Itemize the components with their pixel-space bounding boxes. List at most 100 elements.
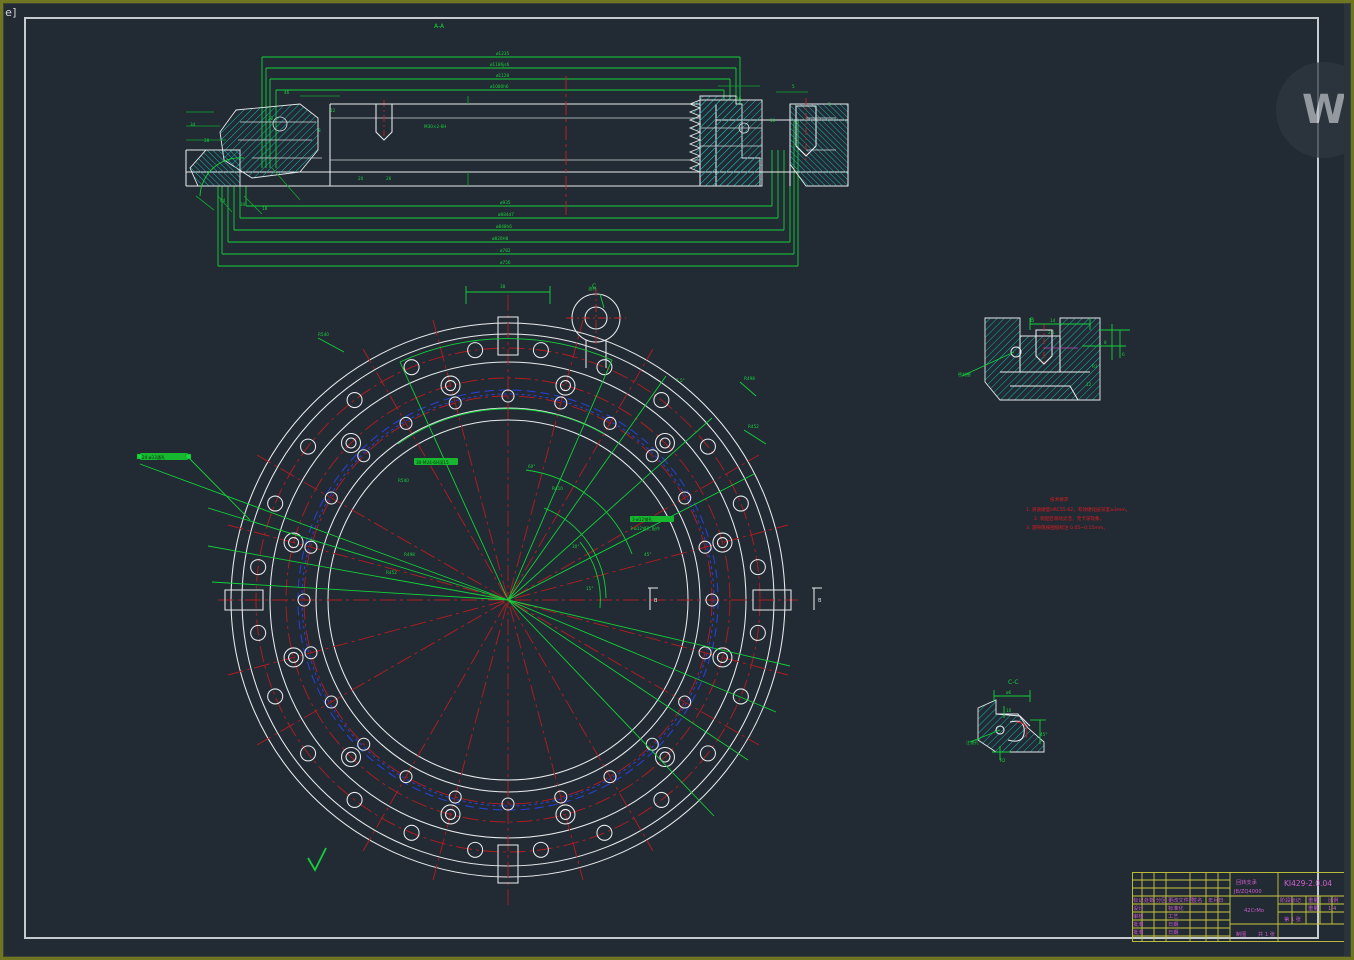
bolt-hole[interactable] xyxy=(532,841,549,858)
section-mark-lines xyxy=(648,587,822,610)
bolt-hole[interactable] xyxy=(304,540,318,554)
title-block-scale-value: 1:4 xyxy=(1328,906,1337,912)
bolt-hole[interactable] xyxy=(324,695,338,709)
bolt-hole[interactable] xyxy=(467,342,484,359)
bolt-hole[interactable] xyxy=(501,797,515,811)
small-dim-12: 10 xyxy=(770,118,776,123)
bolt-hole[interactable] xyxy=(250,559,267,576)
bolt-hole[interactable] xyxy=(749,624,766,641)
bolt-hole[interactable] xyxy=(324,491,338,505)
section-bolt-centerlines xyxy=(383,76,807,218)
bolt-hole-inner xyxy=(559,380,571,392)
detail-cc-leader xyxy=(969,729,1001,743)
detail-b-body xyxy=(984,317,1101,401)
plan-inner-threaded-holes[interactable] xyxy=(297,389,719,811)
detail-view-cc[interactable]: C-C ø6 10 45° R2 注油孔 xyxy=(966,679,1047,763)
small-dim-3: 26 xyxy=(386,176,392,181)
bolt-hole[interactable] xyxy=(732,688,749,705)
detail-cc-dim-4: R2 xyxy=(1000,758,1006,763)
bolt-hole[interactable] xyxy=(699,438,716,455)
bolt-hole[interactable] xyxy=(555,375,576,396)
bolt-hole[interactable] xyxy=(448,790,462,804)
bolt-hole[interactable] xyxy=(596,359,613,376)
bolt-hole[interactable] xyxy=(712,532,733,553)
section-mark-cc: C xyxy=(592,283,596,290)
bolt-hole[interactable] xyxy=(403,824,420,841)
bolt-hole[interactable] xyxy=(645,737,659,751)
bolt-hole[interactable] xyxy=(596,824,613,841)
detail-view-b[interactable]: B 2:1 14 xyxy=(958,317,1130,401)
selected-label-right[interactable]: 3-ø12销孔 3-ø12销孔 配作 xyxy=(630,516,674,532)
bolt-hole[interactable] xyxy=(300,438,317,455)
bolt-hole[interactable] xyxy=(705,593,719,607)
bolt-hole[interactable] xyxy=(399,416,413,430)
bolt-hole[interactable] xyxy=(340,432,362,454)
bolt-hole[interactable] xyxy=(645,449,659,463)
bolt-hole[interactable] xyxy=(467,841,484,858)
bolt-hole[interactable] xyxy=(403,359,420,376)
bolt-hole[interactable] xyxy=(555,804,576,825)
small-dim-4: 22 xyxy=(268,116,274,121)
plan-grease-nipple-boss[interactable] xyxy=(566,288,626,368)
bolt-hole[interactable] xyxy=(283,532,304,553)
bolt-hole-inner xyxy=(716,537,728,549)
title-block-company: 制图 xyxy=(1236,930,1246,938)
plan-mid-holes[interactable] xyxy=(283,375,733,825)
small-dim-7: 34 xyxy=(190,122,196,127)
bolt-hole[interactable] xyxy=(399,770,413,784)
surface-finish-symbol xyxy=(307,847,327,872)
bolt-hole[interactable] xyxy=(732,495,749,512)
bolt-hole[interactable] xyxy=(532,342,549,359)
title-block-row2-c1: 审核 xyxy=(1133,912,1143,920)
section-view-aa[interactable]: A-A ø1235 ø1186js6 ø1128 ø1080h6 ø935 ø8… xyxy=(185,23,849,267)
small-dim-11: 3 xyxy=(828,102,831,107)
bolt-hole[interactable] xyxy=(603,770,617,784)
selected-label-inner[interactable]: 30-M24-6H深15 xyxy=(414,458,458,466)
bolt-hole[interactable] xyxy=(267,688,284,705)
bolt-hole[interactable] xyxy=(357,449,371,463)
bolt-hole[interactable] xyxy=(698,540,712,554)
bolt-hole[interactable] xyxy=(250,624,267,641)
bolt-hole[interactable] xyxy=(357,737,371,751)
title-block-standard: JB/ZQ4000 xyxy=(1233,889,1262,895)
title-block-row0-c2: 处数 xyxy=(1144,896,1155,904)
bolt-hole[interactable] xyxy=(448,396,462,410)
bolt-hole[interactable] xyxy=(653,791,670,808)
bolt-hole[interactable] xyxy=(678,491,692,505)
bolt-hole[interactable] xyxy=(603,416,617,430)
bolt-hole[interactable] xyxy=(653,392,670,409)
bolt-hole[interactable] xyxy=(749,559,766,576)
detail-b-groove xyxy=(1035,329,1053,365)
bolt-hole-inner xyxy=(345,437,357,449)
bolt-hole[interactable] xyxy=(283,647,304,668)
bolt-hole[interactable] xyxy=(267,495,284,512)
selected-label-left[interactable]: 24-ø33通孔 xyxy=(136,453,251,521)
bolt-hole[interactable] xyxy=(300,745,317,762)
bolt-hole[interactable] xyxy=(346,791,363,808)
bolt-hole[interactable] xyxy=(654,432,676,454)
bolt-hole[interactable] xyxy=(340,746,362,768)
bolt-hole[interactable] xyxy=(346,392,363,409)
plan-angle-dim-2: 30° xyxy=(572,544,579,549)
bolt-hole[interactable] xyxy=(698,646,712,660)
bolt-hole[interactable] xyxy=(554,790,568,804)
plan-view[interactable]: 38 B B C R540 R498 R452 R410 15° 30° 45°… xyxy=(139,283,822,905)
plan-outer-bolt-holes[interactable] xyxy=(250,342,766,858)
bolt-hole[interactable] xyxy=(304,646,318,660)
bolt-hole[interactable] xyxy=(678,695,692,709)
title-block[interactable]: 回转支承 JB/ZQ4000 KI429-2.0.04 42CrMo 制图 共 … xyxy=(1132,872,1346,942)
dim-bot-6: ø756 xyxy=(500,260,511,265)
bolt-hole[interactable] xyxy=(501,389,515,403)
bolt-hole[interactable] xyxy=(654,746,676,768)
bolt-hole[interactable] xyxy=(712,647,733,668)
plan-radial-dim-3: R452 xyxy=(386,570,397,575)
bolt-hole[interactable] xyxy=(297,593,311,607)
bolt-hole[interactable] xyxy=(554,396,568,410)
bolt-hole[interactable] xyxy=(699,745,716,762)
small-dim-15: 18 xyxy=(262,206,268,211)
bolt-hole[interactable] xyxy=(440,804,461,825)
small-dim-8: 28 xyxy=(204,138,210,143)
bolt-hole[interactable] xyxy=(440,375,461,396)
section-mark-b1: B xyxy=(654,598,658,604)
